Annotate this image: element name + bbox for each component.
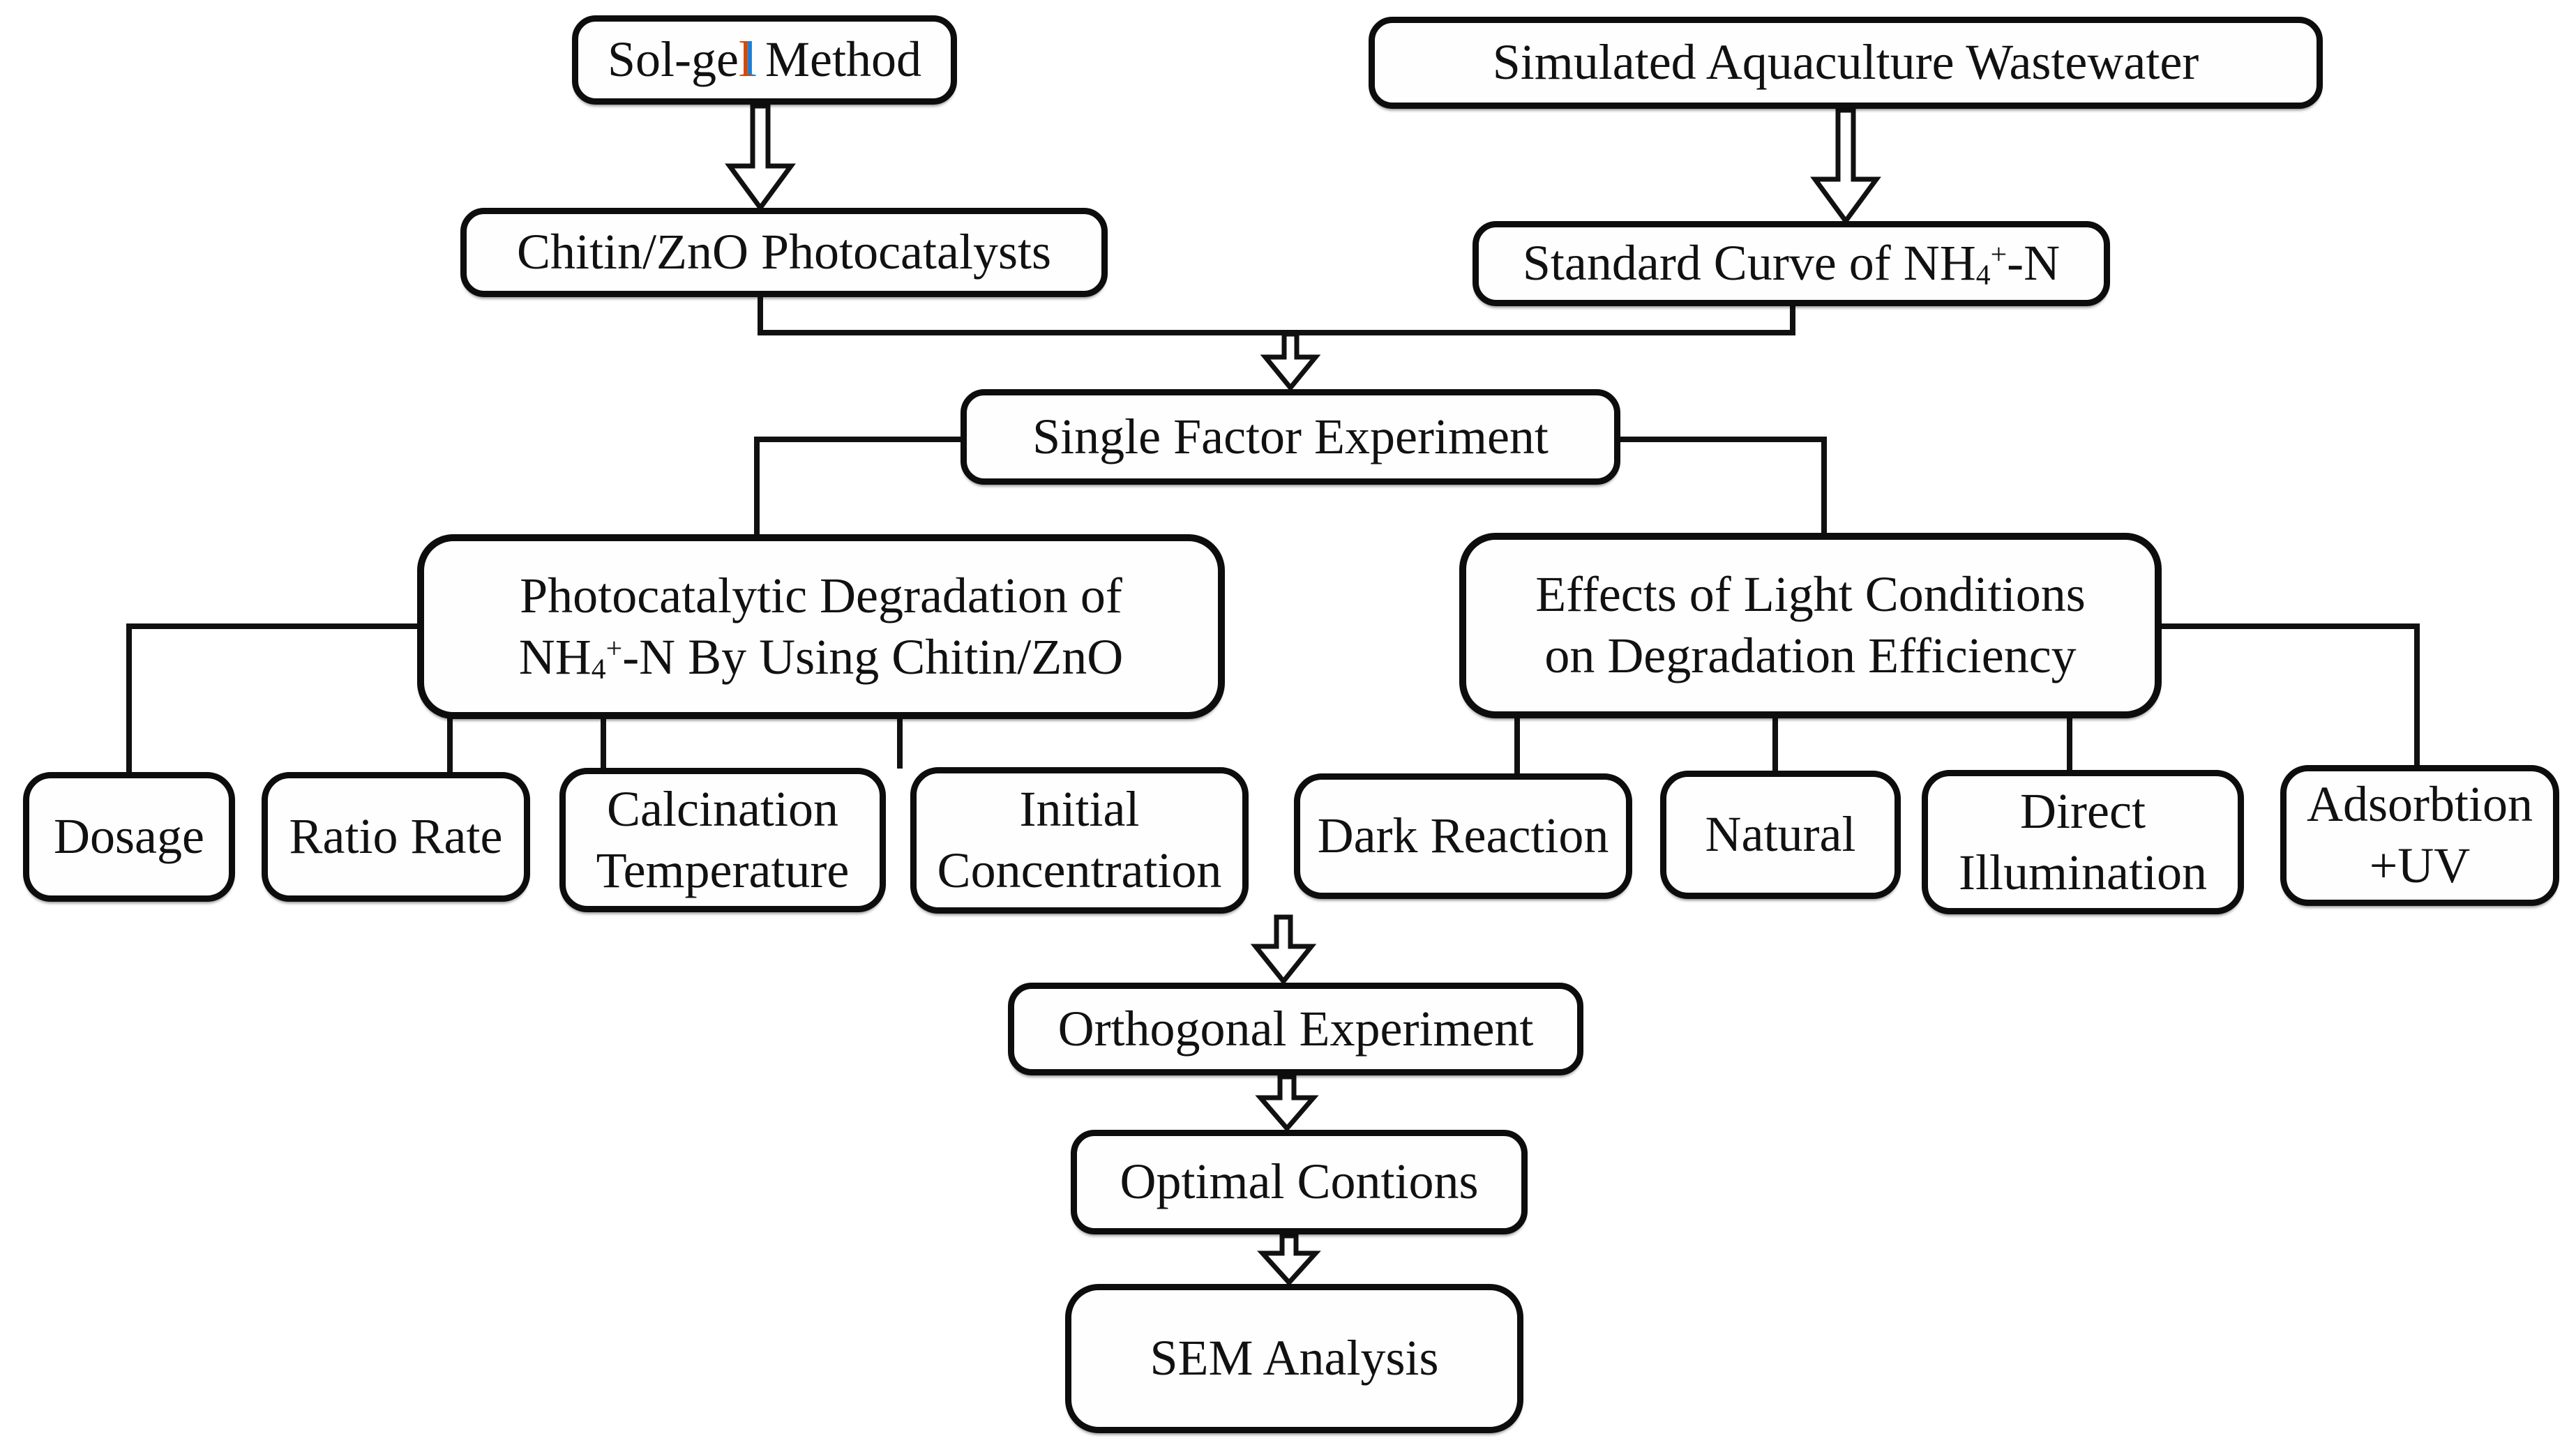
node-label-line2: +UV (2369, 838, 2471, 893)
node-single-factor-experiment: Single Factor Experiment (961, 389, 1620, 485)
node-chitin-zno-photocatalysts: Chitin/ZnO Photocatalysts (460, 208, 1108, 297)
node-sol-gel-method: Sol-gel Method (572, 15, 957, 105)
arrow-merge-to-singlefactor (1260, 331, 1321, 392)
node-label: Dark Reaction (1317, 808, 1609, 864)
connector-singlefactor-left (754, 437, 961, 534)
node-label-line1: Direct (2020, 782, 2146, 839)
node-label: Single Factor Experiment (1032, 408, 1549, 464)
connector-to-adsorbtion (2162, 623, 2420, 765)
node-label: SEM Analysis (1150, 1330, 1439, 1386)
node-natural: Natural (1660, 771, 1901, 899)
node-label: Dosage (54, 808, 204, 865)
node-label: Sol-gel Method (608, 31, 921, 88)
node-dark-reaction: Dark Reaction (1294, 773, 1632, 899)
node-initial-concentration: Initial Concentration (910, 767, 1249, 914)
arrow-orthogonal-to-optimal (1255, 1074, 1319, 1133)
node-direct-illumination: Direct Illumination (1922, 770, 2244, 914)
node-label: Natural (1705, 806, 1856, 863)
connector-singlefactor-right (1620, 437, 1827, 533)
node-label-line1: Effects of Light Conditions (1535, 566, 2086, 623)
node-label: Orthogonal Experiment (1057, 1000, 1534, 1057)
node-photocatalytic-degradation: Photocatalytic Degradation of NH4+-N By … (417, 534, 1225, 719)
node-orthogonal-experiment: Orthogonal Experiment (1008, 983, 1583, 1075)
arrow-solgel-to-chitin (725, 103, 796, 212)
node-label-line1: Initial (1019, 781, 1140, 838)
node-label-line2: Concentration (937, 842, 1222, 898)
node-label-line2: NH4+-N By Using Chitin/ZnO (518, 628, 1124, 685)
node-label: Standard Curve of NH4+-N (1522, 235, 2061, 292)
accent-letter: l (738, 31, 753, 88)
arrow-simulated-to-standard (1810, 107, 1881, 225)
node-label: Ratio Rate (289, 808, 503, 865)
node-ratio-rate: Ratio Rate (262, 772, 530, 902)
node-simulated-wastewater: Simulated Aquaculture Wastewater (1369, 17, 2323, 109)
node-label: Optimal Contions (1120, 1154, 1479, 1210)
node-sem-analysis: SEM Analysis (1065, 1284, 1523, 1433)
arrow-to-orthogonal (1250, 914, 1317, 985)
node-label-line2: on Degradation Efficiency (1544, 628, 2077, 683)
node-optimal-contions: Optimal Contions (1071, 1130, 1528, 1234)
node-light-conditions-effects: Effects of Light Conditions on Degradati… (1459, 533, 2162, 718)
node-label-line2: Illumination (1959, 844, 2207, 900)
node-dosage: Dosage (23, 772, 235, 902)
node-label-line2: Temperature (596, 842, 850, 898)
arrow-optimal-to-sem (1257, 1233, 1321, 1287)
node-standard-curve: Standard Curve of NH4+-N (1472, 221, 2110, 306)
connector-to-dosage (126, 623, 417, 772)
node-label: Chitin/ZnO Photocatalysts (517, 224, 1051, 280)
node-label-line1: Calcination (607, 780, 838, 837)
node-label: Simulated Aquaculture Wastewater (1492, 34, 2199, 91)
node-adsorbtion-uv: Adsorbtion +UV (2280, 765, 2559, 906)
node-label-line1: Adsorbtion (2307, 776, 2533, 833)
node-label-line1: Photocatalytic Degradation of (520, 567, 1122, 623)
node-calcination-temperature: Calcination Temperature (559, 768, 886, 912)
